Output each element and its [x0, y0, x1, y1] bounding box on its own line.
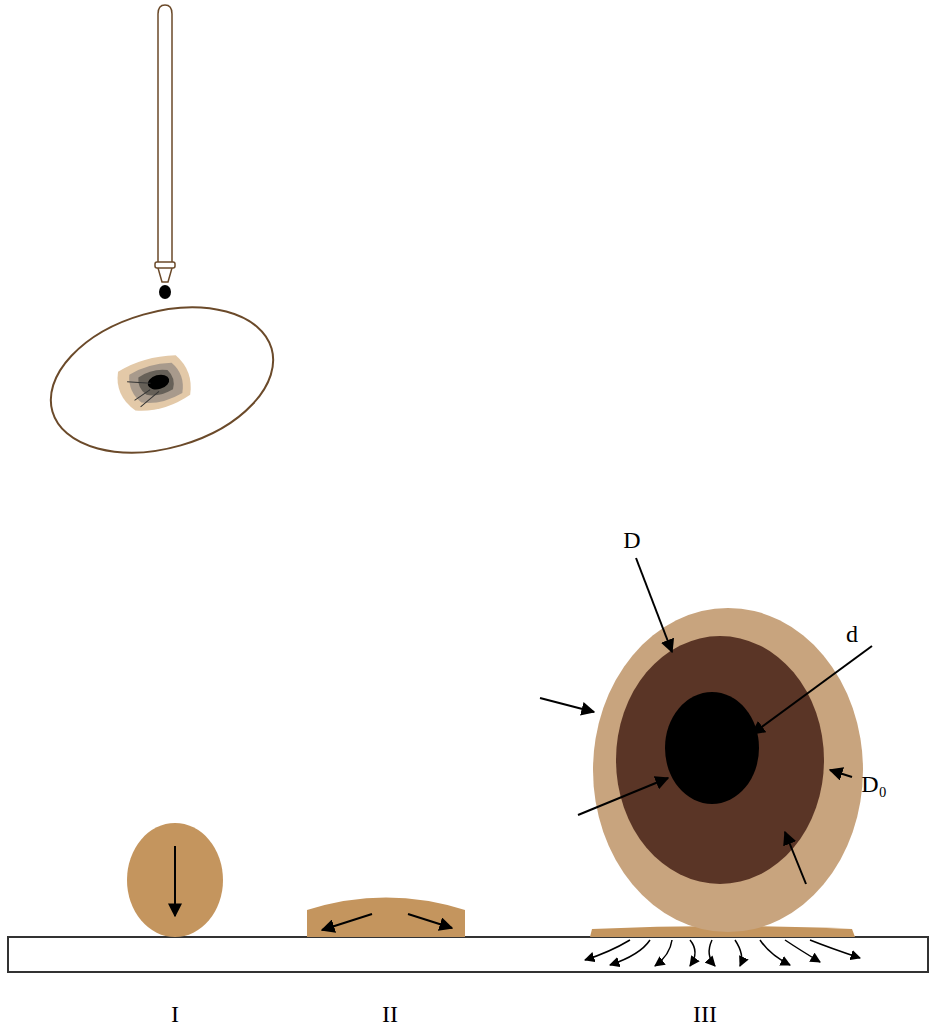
- spreading-drop: [307, 898, 465, 938]
- stage-label: III: [693, 1002, 717, 1026]
- stage-label: I: [171, 1002, 179, 1026]
- dimension-label: d: [846, 622, 858, 646]
- drop: [159, 285, 171, 299]
- paper-disc: [34, 283, 291, 477]
- dimension-label: D₀: [861, 772, 887, 796]
- stain-rings: [593, 608, 863, 932]
- leader-arrows: [540, 558, 872, 884]
- dropper: [155, 5, 175, 282]
- stage-label: II: [382, 1002, 398, 1026]
- substrate: [8, 937, 928, 972]
- dimension-label: D: [623, 528, 640, 552]
- falling-drop: [127, 823, 223, 937]
- absorption-arrows: [585, 940, 860, 966]
